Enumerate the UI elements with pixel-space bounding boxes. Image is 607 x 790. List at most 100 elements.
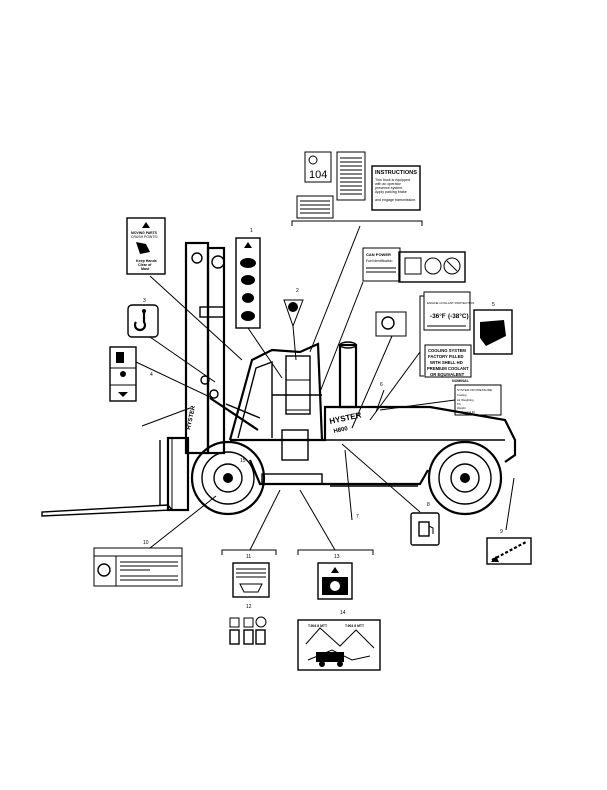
decal-load-chart [297, 619, 381, 671]
decal-temperature-f: -36°F [430, 312, 446, 320]
decal-chain [486, 537, 532, 565]
fuse-icon [229, 617, 240, 628]
leader-radiator [351, 335, 393, 429]
decal-moving-parts-line-3: Mast [141, 267, 150, 271]
leader-chain [505, 477, 515, 531]
engine-hood [230, 405, 517, 463]
tank-icon [443, 257, 461, 275]
callout-warning: 13 [334, 554, 340, 560]
decal-can-power-subtitle: Fuel identification [366, 259, 393, 263]
mast-sheave-2 [211, 255, 225, 269]
decal-moving-parts-title: MOVING PARTS [131, 231, 158, 235]
cab-door-window [237, 360, 273, 439]
decal-hook [127, 304, 159, 338]
decal-instructions-line-6: and engage transmission. [375, 198, 416, 202]
decal-instructions-line-3: presence system. [375, 186, 403, 190]
decal-text-lines-a [340, 157, 362, 195]
decal-pressure-row-3: Tilt [457, 402, 461, 406]
callout-fuel: 8 [427, 502, 430, 508]
forklift-mast: HYSTER [41, 241, 261, 517]
left-decal-group: 3 4 [109, 298, 216, 402]
strip-decal-group: 1 [235, 228, 283, 379]
callout-bottom-left: 10 [143, 540, 149, 546]
fork-blade [41, 504, 174, 517]
fuse-icon [243, 617, 254, 628]
brand-text: HYSTER [329, 410, 363, 426]
decal-104 [304, 151, 332, 183]
decal-instructions-line-1: This truck is equipped [375, 178, 410, 182]
mast-inner-rail [206, 246, 226, 455]
crush-hand-icon [136, 242, 150, 254]
decal-cooling-line-2: FACTORY FILLED [428, 354, 464, 359]
decal-instructions-line-2: with an operator [375, 182, 402, 186]
callout-round: 2 [296, 288, 299, 294]
leader-middle [249, 489, 281, 551]
right-decal-group: ENGINE COOLANT PROTECTION -36°F (-38°C) … [341, 291, 532, 565]
seatbelt-icon [242, 293, 254, 303]
decal-load-chart-right: T.904 8 MTT [345, 624, 365, 628]
warning-triangle-icon [142, 222, 150, 228]
fork-carriage [166, 436, 190, 512]
head-protect-icon [288, 302, 298, 312]
decal-pressure-title: NOMINAL [452, 379, 470, 383]
decal-cooling-line-4: PREMIUM COOLANT [427, 366, 469, 371]
callout-fuel-line: 7 [356, 514, 359, 520]
radiator-cap-icon [381, 316, 395, 330]
cab-rear-window [285, 355, 311, 415]
chassis-frame [248, 459, 429, 486]
decal-104-value: 104 [309, 169, 327, 181]
decal-hands [473, 309, 513, 355]
decal-cooling-line-1: COOLING SYSTEM [428, 348, 466, 353]
mast-sheave [191, 252, 203, 264]
decal-instructions [371, 165, 421, 211]
top-cluster-bracket [291, 220, 423, 226]
leader-person [135, 361, 213, 399]
seatbelt-icon [97, 563, 111, 577]
callout-person: 4 [150, 372, 153, 378]
decal-text-block-b [296, 195, 334, 219]
pump-icon [424, 257, 442, 275]
callout-step: 15 [240, 458, 246, 464]
decal-can-power [362, 247, 401, 282]
callout-middle: 11 [246, 554, 251, 560]
decal-cooling [424, 344, 472, 378]
bracket-right [297, 549, 374, 555]
fuel-tank [281, 429, 309, 461]
model-text: H800 [333, 426, 349, 435]
tipover-icon [240, 258, 256, 268]
load-chart-curve [305, 627, 375, 649]
truck-icon [404, 257, 422, 275]
decal-round [283, 299, 304, 328]
callout-chain: 9 [500, 529, 503, 535]
leader-moving-parts [149, 275, 243, 361]
leader-right [299, 489, 336, 551]
step [261, 473, 323, 485]
mast-brand-text: HYSTER [186, 405, 197, 431]
warning-triangle-icon [331, 567, 339, 573]
decal-pressure-row-4: Weight [457, 406, 466, 410]
fuel-pump-icon [418, 521, 430, 537]
mast-cross-member [199, 306, 225, 318]
decal-text-lines-b [300, 200, 330, 214]
decal-temperature [423, 291, 471, 331]
leader-top-cluster [309, 225, 361, 353]
leader-hook [149, 336, 216, 383]
front-wheel [190, 440, 266, 516]
decal-middle-instructions [232, 562, 270, 598]
leader-round [292, 325, 297, 361]
lean-icon [241, 311, 255, 321]
forks-icon [116, 352, 124, 363]
mast-warning-decal-group: MOVING PARTS CRUSH POINTS! Keep Hands Cl… [126, 217, 243, 361]
decal-pressure-row-5: Mechanical lift [457, 410, 475, 414]
decal-text-block-a [336, 151, 366, 201]
rear-wheel [427, 440, 503, 516]
decal-pressure-subtitle: SYSTEM OR PRESSURE [457, 388, 492, 392]
decal-moving-parts-line-2: Clear of [138, 263, 152, 267]
fuse-round-icon [255, 616, 267, 628]
decal-person [109, 346, 137, 402]
cab-frame [228, 342, 324, 441]
decal-moving-parts-subtitle: CRUSH POINTS! [131, 235, 158, 239]
decal-temperature-header: ENGINE COOLANT PROTECTION [427, 301, 474, 305]
person-icon [120, 371, 126, 377]
